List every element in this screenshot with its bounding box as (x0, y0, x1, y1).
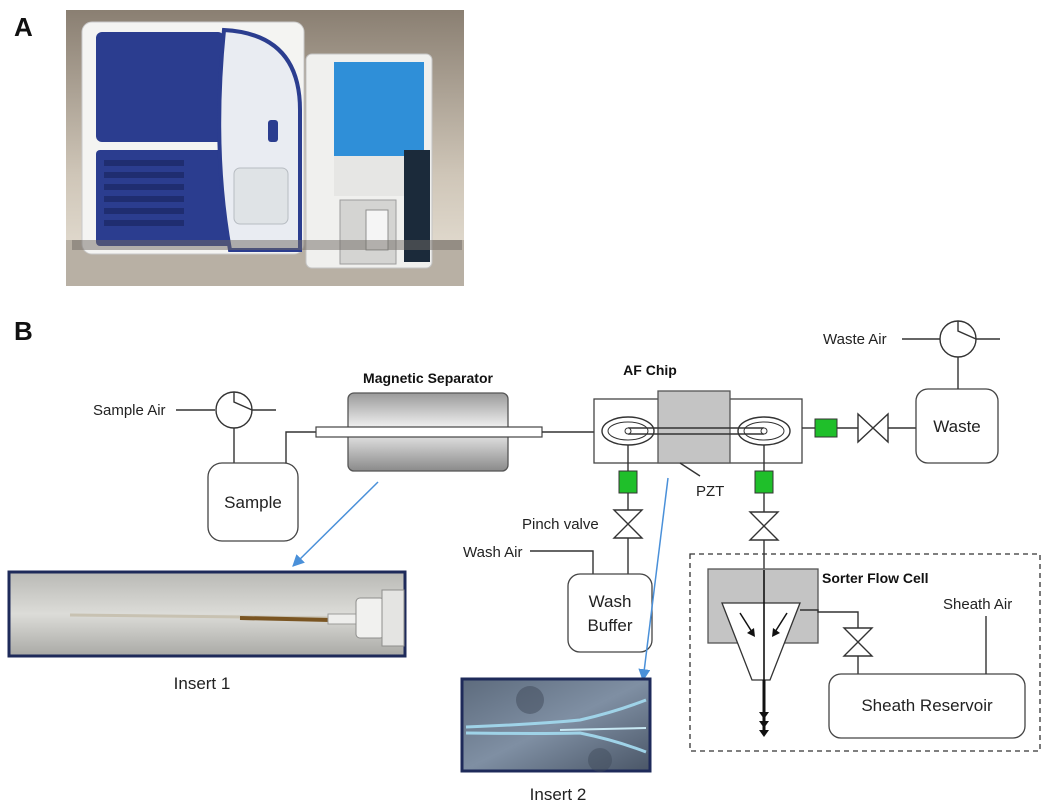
wash-buffer-vessel (567, 573, 653, 653)
panel-label-b: B (14, 316, 33, 346)
insert-2-image (460, 677, 652, 773)
separator-tube (315, 426, 543, 438)
arrow-to-insert-2 (638, 477, 669, 682)
wash-buffer-label-2: Buffer (587, 616, 632, 635)
sample-vessel (207, 462, 299, 542)
green-pinch-valve-waste (814, 418, 838, 438)
wash-valve (612, 509, 644, 539)
pzt-label: PZT (696, 483, 724, 500)
pinch-valve-label: Pinch valve (522, 516, 599, 533)
sorter-valve (748, 511, 780, 541)
waste-vessel (915, 388, 999, 464)
arrow-to-insert-1 (292, 481, 379, 567)
pzt-element (657, 390, 731, 464)
waste-label: Waste (933, 417, 981, 436)
wash-air-label: Wash Air (463, 544, 522, 561)
insert-2-label: Insert 2 (530, 785, 587, 804)
sample-label: Sample (224, 493, 282, 512)
insert-1-label: Insert 1 (174, 674, 231, 693)
waste-air-label: Waste Air (823, 331, 887, 348)
green-pinch-valve-sorter (754, 470, 774, 494)
wash-buffer-label-1: Wash (589, 592, 632, 611)
instrument-photo (66, 10, 464, 286)
green-pinch-valve-wash (618, 470, 638, 494)
panel-label-a: A (14, 12, 33, 42)
sorter-flow-cell-label: Sorter Flow Cell (822, 570, 929, 586)
waste-valve (857, 412, 889, 444)
sheath-air-label: Sheath Air (943, 596, 1012, 613)
af-chip-label: AF Chip (623, 362, 677, 378)
sample-air-label: Sample Air (93, 402, 166, 419)
magnetic-separator-label: Magnetic Separator (363, 370, 493, 386)
sorter-enclosure (689, 553, 1041, 752)
sheath-reservoir-label: Sheath Reservoir (861, 696, 993, 715)
insert-1-image (7, 570, 407, 658)
sheath-valve (842, 627, 874, 657)
sheath-reservoir-vessel (828, 673, 1026, 739)
